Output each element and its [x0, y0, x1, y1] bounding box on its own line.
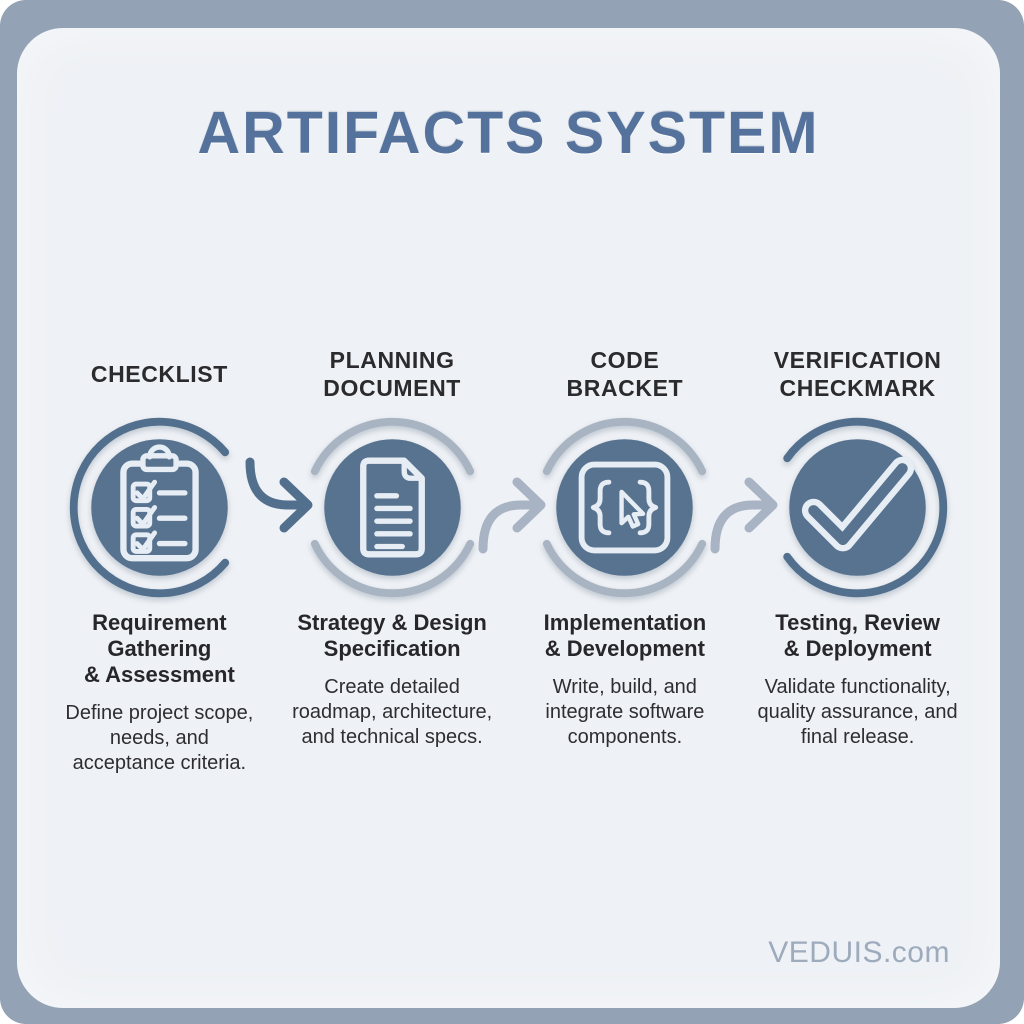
stage-description: Create detailed roadmap, architecture, a…	[292, 676, 493, 748]
watermark: VEDUIS.com	[768, 936, 950, 969]
stage-planning-document: PLANNING DOCUMENT	[276, 342, 509, 776]
code-bracket-cursor-icon	[527, 410, 722, 605]
stage-header: CHECKLIST	[90, 361, 228, 387]
stage-header: VERIFICATION CHECKMARK	[773, 347, 942, 401]
stage-verification-checkmark: VERIFICATION CHECKMARK Testing, Review &…	[741, 342, 974, 776]
content-panel: ARTIFACTS SYSTEM CHECKLIST	[17, 28, 1000, 1008]
flow-arrow-icon	[705, 444, 789, 568]
stage-title: Testing, Review & Deployment	[775, 610, 940, 661]
stage-description: Define project scope, needs, and accepta…	[65, 702, 254, 774]
stages-row: CHECKLIST	[43, 342, 974, 776]
stage-title: Strategy & Design Specification	[297, 610, 487, 661]
stage-title: Requirement Gathering & Assessment	[83, 610, 235, 687]
stage-header: PLANNING DOCUMENT	[323, 347, 461, 401]
page-title: ARTIFACTS SYSTEM	[197, 100, 820, 166]
stage-header: CODE BRACKET	[566, 347, 684, 401]
stage-description: Validate functionality, quality assuranc…	[757, 676, 958, 748]
flow-arrow-icon	[240, 444, 324, 568]
stage-code-bracket: CODE BRACKET	[509, 342, 742, 776]
planning-document-icon	[295, 410, 490, 605]
stage-checklist: CHECKLIST	[43, 342, 276, 776]
flow-arrow-icon	[473, 444, 557, 568]
verification-checkmark-icon	[760, 410, 955, 605]
stage-title: Implementation & Development	[543, 610, 707, 661]
stage-description: Write, build, and integrate software com…	[545, 676, 705, 748]
clipboard-checklist-icon	[62, 410, 257, 605]
